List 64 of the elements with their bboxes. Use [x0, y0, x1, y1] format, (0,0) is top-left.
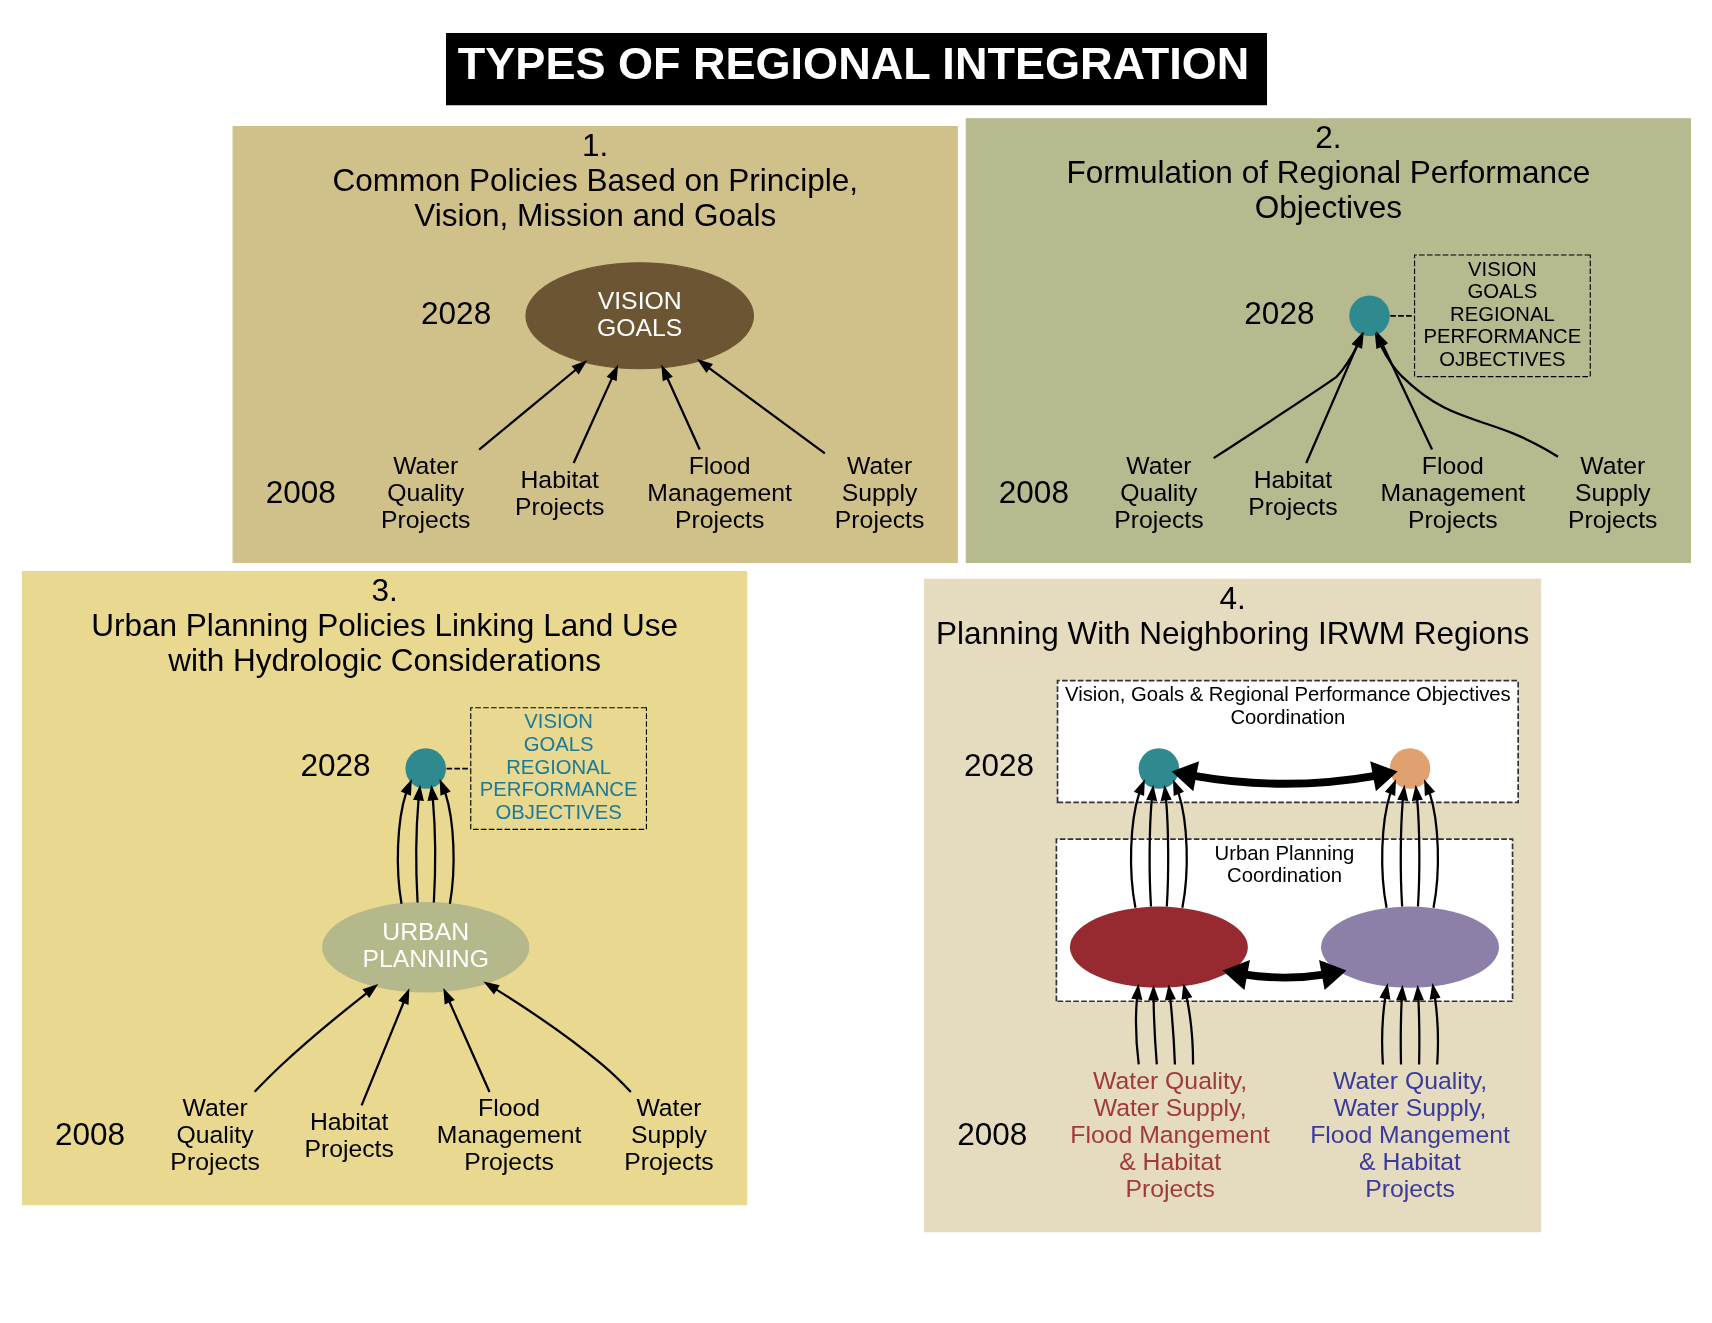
- arrow: [396, 778, 412, 904]
- node-text: Flood Management Projects: [1380, 452, 1525, 534]
- node-circle: [1389, 748, 1430, 789]
- arrow: [1396, 784, 1408, 907]
- node-text: Water Quality Projects: [1113, 452, 1204, 534]
- arrow: [1423, 779, 1439, 908]
- label: 2008: [54, 1115, 125, 1152]
- arrow: [1181, 983, 1194, 1065]
- arrow: [1145, 784, 1157, 907]
- node-box: VISION GOALS REGIONAL PERFORMANCE OJBECTIVES: [1413, 254, 1591, 378]
- node-circle: [1138, 748, 1179, 789]
- node-text: Habitat Projects: [303, 1107, 394, 1162]
- node-ellipse: VISION GOALS: [524, 262, 754, 370]
- arrow: [1172, 779, 1188, 908]
- arrow: [477, 360, 587, 451]
- arrow: [1395, 984, 1407, 1065]
- node-text: Water Supply Projects: [1567, 452, 1658, 534]
- arrow: [572, 364, 618, 464]
- node-text: Habitat Projects: [514, 465, 604, 520]
- label: 2028: [420, 294, 491, 331]
- node-ellipse: [1320, 906, 1499, 988]
- arrow: [696, 359, 826, 455]
- node-text: Flood Management Projects: [646, 452, 792, 534]
- arrow: [427, 784, 438, 903]
- arrow: [442, 987, 491, 1093]
- arrow: [1130, 983, 1142, 1065]
- node-ellipse: [1069, 906, 1248, 988]
- label: 2028: [300, 747, 371, 784]
- node-text: Habitat Projects: [1247, 465, 1338, 520]
- label: 2028: [1243, 294, 1314, 331]
- node-box: VISION GOALS REGIONAL PERFORMANCE OBJECTIVES: [469, 707, 647, 830]
- arrow: [1129, 779, 1145, 908]
- arrow: [412, 784, 424, 903]
- label: 2008: [956, 1115, 1027, 1152]
- node-text: Water Supply Projects: [834, 452, 924, 534]
- arrow: [482, 981, 632, 1093]
- arrow: [1380, 779, 1396, 908]
- connector: [445, 767, 471, 770]
- arrow: [1171, 761, 1398, 792]
- arrow: [1147, 984, 1159, 1065]
- arrow: [1412, 984, 1424, 1065]
- arrow: [360, 988, 409, 1106]
- diagram-title: TYPES OF REGIONAL INTEGRATION: [457, 38, 1249, 90]
- arrow: [1411, 784, 1423, 907]
- arrow: [1160, 784, 1172, 907]
- node-text: Flood Management Projects: [436, 1094, 581, 1176]
- connector: [1388, 314, 1415, 317]
- arrow: [1164, 984, 1176, 1065]
- arrow: [1379, 983, 1390, 1065]
- node-text: Water Supply Projects: [623, 1094, 714, 1176]
- node-text: Water Quality Projects: [169, 1094, 260, 1176]
- node-text: Water Quality Projects: [380, 452, 470, 534]
- node-circle: [404, 748, 446, 789]
- arrow: [1429, 983, 1441, 1065]
- node-circle: [1348, 295, 1390, 337]
- arrow: [439, 778, 455, 904]
- node-text: Water Quality, Water Supply, Flood Mangement & Habitat Projects: [1309, 1067, 1510, 1203]
- arrow: [660, 364, 701, 451]
- label: 2008: [265, 473, 336, 510]
- label: 2028: [963, 747, 1034, 784]
- label: 2008: [998, 473, 1069, 510]
- arrow: [1222, 959, 1346, 991]
- arrow: [253, 984, 378, 1093]
- node-text: Water Quality, Water Supply, Flood Mangement & Habitat Projects: [1069, 1067, 1270, 1203]
